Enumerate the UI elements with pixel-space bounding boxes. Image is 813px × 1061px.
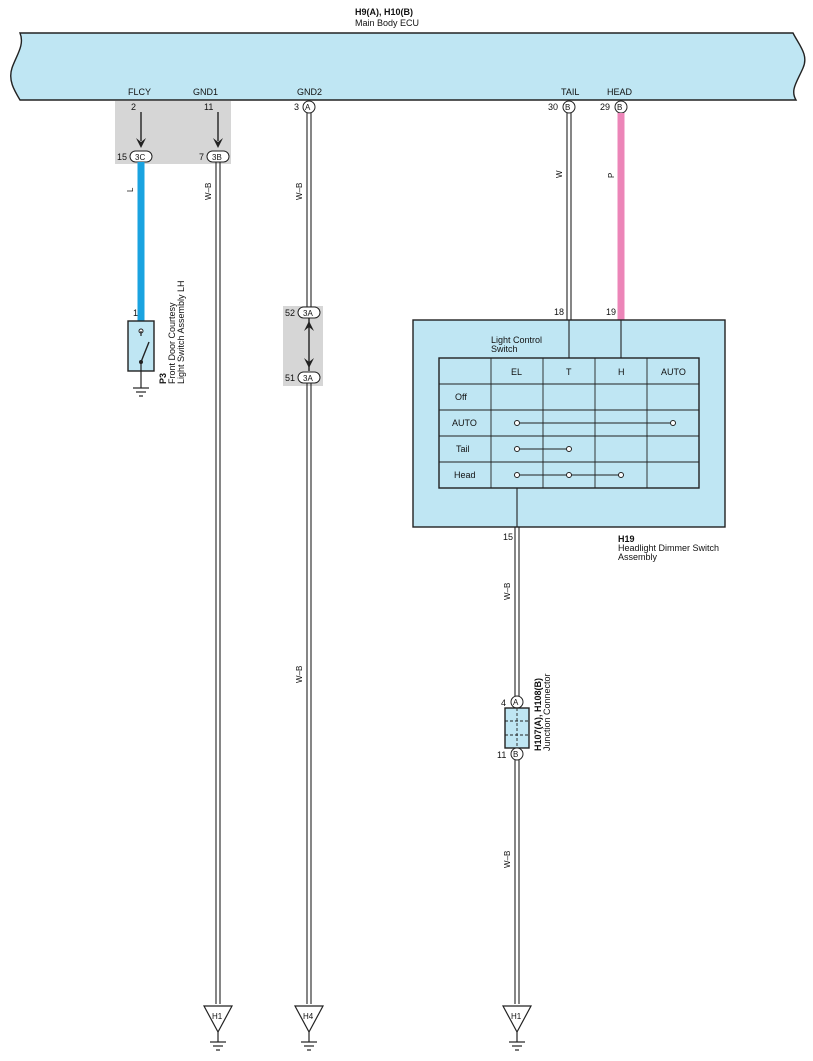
- jb-pin-52: 52: [285, 308, 295, 318]
- junction-connector-code: H107(A), H108(B): [533, 678, 543, 751]
- light-control-title-1: Light Control: [491, 335, 542, 345]
- jb-pin-15: 15: [117, 152, 127, 162]
- junction-connector-name: Junction Connector: [542, 673, 552, 751]
- light-control-title-2: Switch: [491, 344, 518, 354]
- ground-h1-left: H1: [202, 1005, 234, 1051]
- junction-pin-top: 4: [501, 698, 506, 708]
- wire-h19-lower: [514, 760, 520, 1004]
- door-switch-name-1: Front Door Courtesy: [167, 302, 177, 384]
- dimmer-switch-name-1: Headlight Dimmer Switch: [618, 543, 719, 553]
- door-switch-code: P3: [158, 373, 168, 384]
- dimmer-pin-head: 19: [606, 307, 616, 317]
- ecu-connector-b-tail: B: [562, 100, 576, 114]
- wire-color-head: P: [607, 173, 616, 178]
- jb-pin-51: 51: [285, 373, 295, 383]
- ecu-connector-b-head: B: [614, 100, 628, 114]
- ecu-code: H9(A), H10(B): [355, 7, 413, 17]
- svg-text:B: B: [617, 103, 622, 112]
- col-el: EL: [511, 367, 522, 377]
- wire-h19-upper: [514, 527, 520, 696]
- door-switch-pin: 1: [133, 308, 138, 318]
- dimmer-switch-name-2: Assembly: [618, 552, 658, 562]
- svg-text:3C: 3C: [135, 153, 145, 162]
- col-auto: AUTO: [661, 367, 686, 377]
- jb-connector-3c: 3C: [129, 150, 153, 163]
- ecu-signal-gnd2: GND2: [297, 87, 322, 97]
- chassis-ground-icon: [133, 371, 149, 397]
- svg-text:3A: 3A: [303, 309, 313, 318]
- ecu-signal-gnd1: GND1: [193, 87, 218, 97]
- ecu-signal-head: HEAD: [607, 87, 633, 97]
- wire-gnd1: [215, 162, 221, 1004]
- ecu-pin-gnd2: 3: [294, 102, 299, 112]
- row-tail: Tail: [456, 444, 470, 454]
- svg-text:A: A: [305, 103, 311, 112]
- connector-arrow-flcy: [136, 138, 146, 148]
- junction-connector-b: B: [510, 747, 524, 761]
- wire-gnd2-upper: [306, 113, 312, 307]
- col-t: T: [566, 367, 572, 377]
- ecu-pin-gnd1: 11: [204, 102, 213, 112]
- wire-gnd2-lower: [306, 383, 312, 1004]
- light-control-switch-table: EL T H AUTO Off AUTO Tail Head: [438, 357, 700, 489]
- svg-text:H1: H1: [511, 1012, 522, 1021]
- jb-pin-7: 7: [199, 152, 204, 162]
- dimmer-pin-tail: 18: [554, 307, 564, 317]
- dimmer-switch-code: H19: [618, 534, 635, 544]
- svg-text:B: B: [513, 750, 518, 759]
- svg-text:A: A: [513, 698, 519, 707]
- wire-color-h19-lower: W–B: [503, 851, 512, 868]
- ecu-pin-flcy: 2: [131, 102, 136, 112]
- junction-connector-body: [504, 707, 530, 749]
- connector-arrow-gnd1: [213, 138, 223, 148]
- ecu-connector-a-gnd2: A: [302, 100, 316, 114]
- main-body-ecu: [10, 32, 806, 101]
- wire-color-flcy: L: [126, 187, 135, 192]
- svg-text:B: B: [565, 103, 570, 112]
- row-head: Head: [454, 470, 476, 480]
- svg-text:H1: H1: [212, 1012, 223, 1021]
- svg-text:H4: H4: [303, 1012, 314, 1021]
- inline-junction-arrows: [304, 318, 314, 371]
- col-h: H: [618, 367, 625, 377]
- svg-text:3B: 3B: [212, 153, 222, 162]
- wire-color-tail: W: [555, 170, 564, 178]
- jb-connector-3a-top: 3A: [297, 306, 321, 319]
- wire-color-gnd1: W–B: [204, 183, 213, 200]
- junction-pin-bottom: 11: [497, 750, 506, 760]
- svg-text:3A: 3A: [303, 374, 313, 383]
- jb-connector-3a-bottom: 3A: [297, 371, 321, 384]
- ecu-signal-flcy: FLCY: [128, 87, 151, 97]
- door-courtesy-switch: [127, 320, 155, 372]
- ecu-name: Main Body ECU: [355, 18, 419, 28]
- dimmer-pin-ground: 15: [503, 532, 513, 542]
- row-auto: AUTO: [452, 418, 477, 428]
- row-off: Off: [455, 392, 467, 402]
- wire-color-h19-upper: W–B: [503, 583, 512, 600]
- wire-color-gnd2-lower: W–B: [295, 666, 304, 683]
- jb-connector-3b: 3B: [206, 150, 230, 163]
- wire-color-gnd2-upper: W–B: [295, 183, 304, 200]
- wire-tail: [566, 113, 572, 320]
- ecu-pin-tail: 30: [548, 102, 558, 112]
- ecu-pin-head: 29: [600, 102, 610, 112]
- door-switch-name-2: Light Switch Assembly LH: [176, 280, 186, 384]
- ground-h1-right: H1: [501, 1005, 533, 1051]
- ecu-signal-tail: TAIL: [561, 87, 579, 97]
- ground-h4: H4: [293, 1005, 325, 1051]
- junction-connector-a: A: [510, 695, 524, 709]
